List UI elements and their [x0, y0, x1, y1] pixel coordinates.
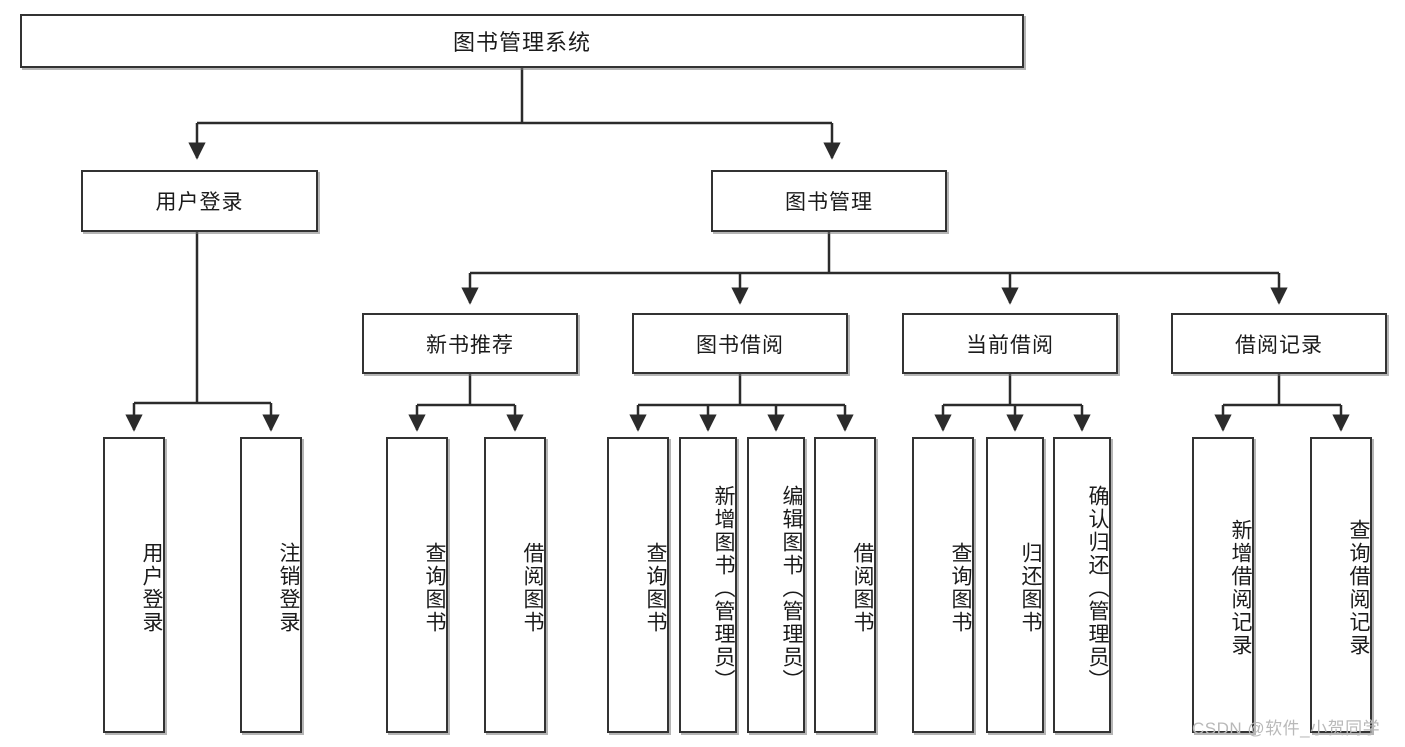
leaf-add-book-admin[interactable]: 新增图书（管理员）: [679, 437, 737, 733]
node-label: 图书管理系统: [452, 30, 591, 55]
node-current-borrow[interactable]: 当前借阅: [902, 313, 1118, 374]
node-user-login[interactable]: 用户登录: [81, 170, 318, 232]
node-label: 用户登录: [155, 191, 244, 214]
leaf-query-book-current[interactable]: 查询图书: [912, 437, 974, 733]
leaf-return-book[interactable]: 归还图书: [986, 437, 1044, 733]
node-book-management[interactable]: 图书管理: [711, 170, 947, 232]
node-label: 借阅记录: [1235, 333, 1323, 357]
leaf-add-borrow-record[interactable]: 新增借阅记录: [1192, 437, 1254, 733]
node-label: 新增图书（管理员）: [712, 484, 735, 692]
node-label: 用户登录: [140, 542, 163, 634]
leaf-edit-book-admin[interactable]: 编辑图书（管理员）: [747, 437, 805, 733]
node-label: 图书借阅: [696, 333, 784, 357]
node-label: 当前借阅: [966, 333, 1054, 357]
node-label: 查询图书: [949, 542, 972, 634]
leaf-query-book-recommend[interactable]: 查询图书: [386, 437, 448, 733]
node-label: 借阅图书: [521, 542, 544, 634]
node-label: 新增借阅记录: [1229, 519, 1252, 657]
leaf-confirm-return-admin[interactable]: 确认归还（管理员）: [1053, 437, 1111, 733]
leaf-borrow-book[interactable]: 借阅图书: [814, 437, 876, 733]
leaf-query-borrow-record[interactable]: 查询借阅记录: [1310, 437, 1372, 733]
node-label: 图书管理: [785, 191, 873, 214]
leaf-logout[interactable]: 注销登录: [240, 437, 302, 733]
node-label: 查询借阅记录: [1347, 519, 1370, 657]
node-label: 编辑图书（管理员）: [780, 484, 803, 692]
watermark-text: CSDN @软件_小贺同学: [1192, 719, 1381, 738]
leaf-user-login[interactable]: 用户登录: [103, 437, 165, 733]
node-root[interactable]: 图书管理系统: [20, 14, 1024, 68]
node-label: 查询图书: [423, 542, 446, 634]
node-book-borrow[interactable]: 图书借阅: [632, 313, 848, 374]
node-borrow-records[interactable]: 借阅记录: [1171, 313, 1387, 374]
leaf-borrow-book-recommend[interactable]: 借阅图书: [484, 437, 546, 733]
node-new-book-recommend[interactable]: 新书推荐: [362, 313, 578, 374]
node-label: 查询图书: [644, 542, 667, 634]
node-label: 借阅图书: [851, 542, 874, 634]
node-label: 归还图书: [1019, 542, 1042, 634]
node-label: 确认归还（管理员）: [1086, 484, 1109, 692]
leaf-query-book-borrow[interactable]: 查询图书: [607, 437, 669, 733]
node-label: 新书推荐: [426, 333, 514, 357]
node-label: 注销登录: [277, 542, 300, 634]
